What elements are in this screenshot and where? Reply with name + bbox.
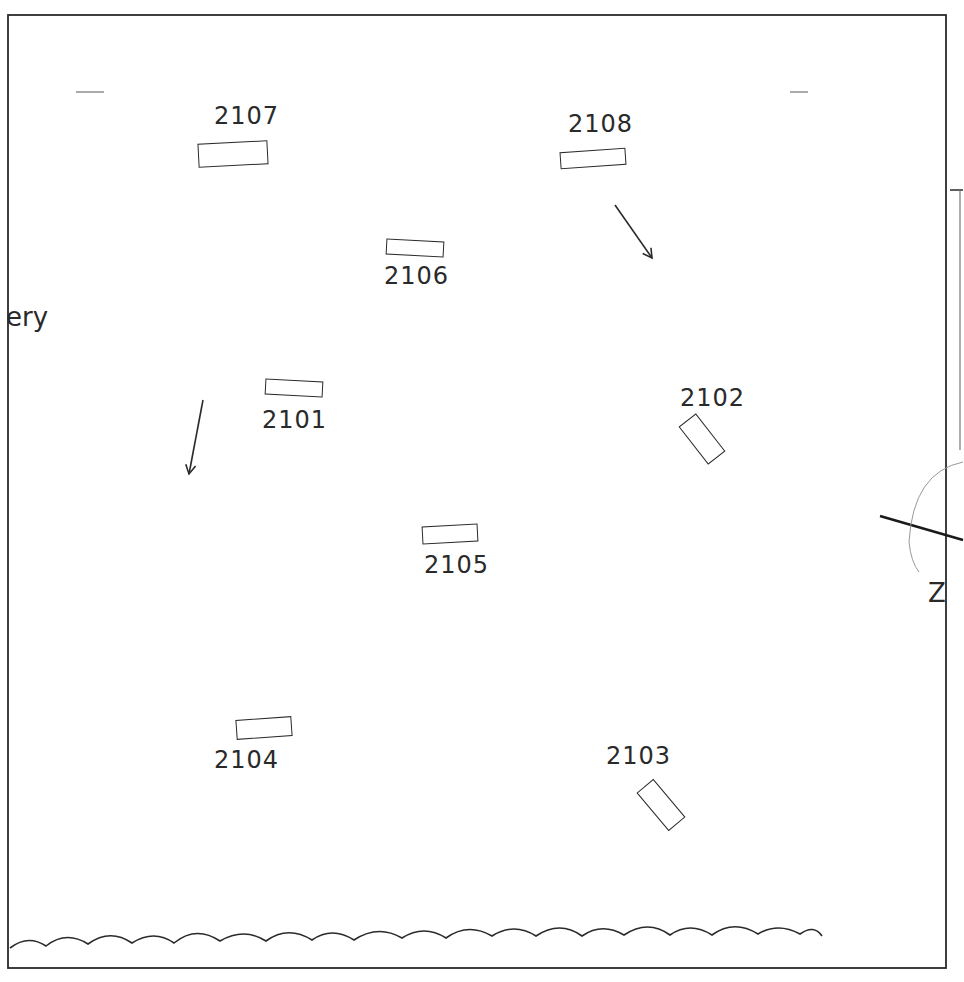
seat-number: 2102 [680,384,745,412]
edge-mark [880,516,963,540]
edge-text: ery [6,302,48,332]
seat-number: 2106 [384,262,449,290]
seat-marker: 2101 [260,378,328,434]
tick-mark [76,92,104,93]
seat-marker: 2103 [602,742,686,832]
seat-marker: 2105 [420,523,490,579]
direction-arrow [189,400,203,474]
edge-text: Z [928,578,946,608]
direction-arrow [615,205,652,258]
seat-rect [422,524,479,545]
seat-marker: 2106 [382,238,450,290]
tick-mark [790,92,808,93]
seat-rect [559,148,626,170]
seat-marker: 2104 [214,716,293,774]
seat-rect [679,413,726,464]
seat-rect [386,238,445,257]
seat-marker: 2102 [672,384,746,465]
seat-rect [637,779,686,831]
hedge-line [10,927,822,948]
seat-rect [265,378,324,397]
edge-mark [950,189,963,191]
seat-number: 2101 [262,406,327,434]
seat-marker: 2107 [198,102,280,168]
seat-number: 2105 [424,551,489,579]
seat-rect [235,716,292,740]
seat-rect [197,140,268,168]
seat-marker: 2108 [558,110,634,170]
seat-number: 2108 [568,110,633,138]
edge-mark [909,462,963,572]
seat-number: 2107 [214,102,279,130]
seat-number: 2104 [214,746,279,774]
seat-number: 2103 [606,742,671,770]
site-border [8,15,946,968]
edge-mark [959,190,960,450]
